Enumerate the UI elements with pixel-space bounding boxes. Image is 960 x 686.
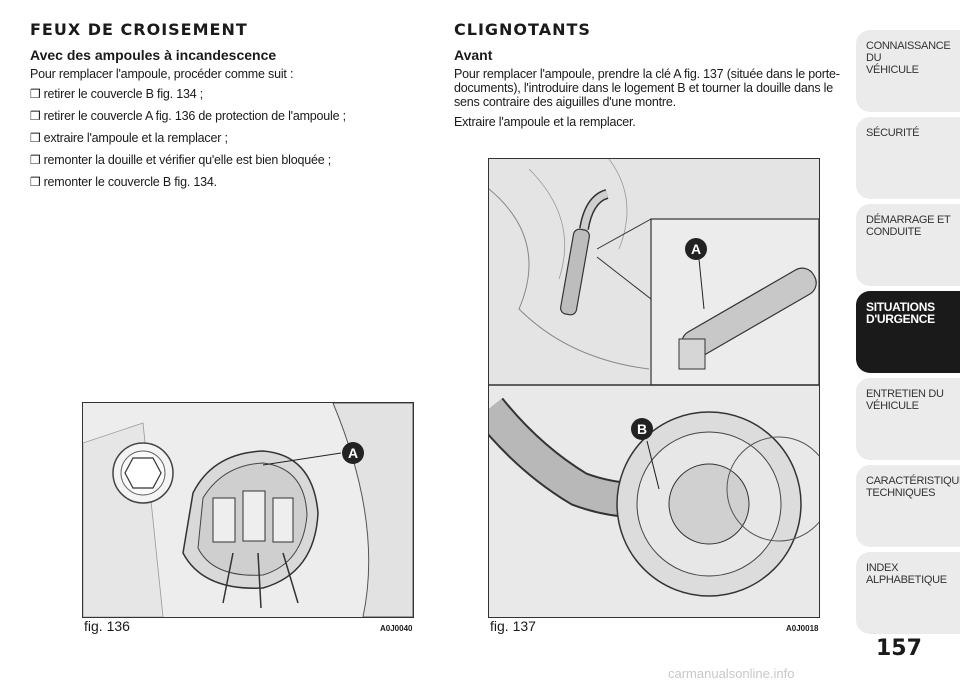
indicators-paragraph-2: Extraire l'ampoule et la remplacer. — [454, 115, 636, 129]
step-item: ❒extraire l'ampoule et la remplacer ; — [30, 131, 228, 145]
watermark-text: carmanualsonline.info — [668, 666, 795, 681]
subtitle-front: Avant — [454, 47, 493, 63]
step-item: ❒retirer le couvercle A fig. 136 de prot… — [30, 109, 346, 123]
section-title-low-beam: FEUX DE CROISEMENT — [30, 20, 248, 39]
low-beam-intro: Pour remplacer l'ampoule, procéder comme… — [30, 67, 294, 81]
left-column: FEUX DE CROISEMENT Avec des ampoules à i… — [30, 20, 420, 197]
step-item: ❒remonter la douille et vérifier qu'elle… — [30, 153, 332, 167]
checkbox-bullet-icon: ❒ — [30, 153, 41, 167]
step-item: ❒remonter le couvercle B fig. 134. — [30, 175, 217, 189]
right-column: CLIGNOTANTS Avant Pour remplacer l'ampou… — [454, 20, 844, 135]
indicator-key-illustration: A B — [489, 159, 819, 617]
indicators-paragraph: Pour remplacer l'ampoule, prendre la clé… — [454, 67, 840, 109]
fig-136-caption: fig. 136 — [84, 618, 130, 634]
fig-137-code: A0J0018 — [786, 624, 819, 633]
fig-136-code: A0J0040 — [380, 624, 413, 633]
page-number: 157 — [876, 636, 922, 661]
label-a: A — [348, 445, 358, 461]
bulb-cover-illustration: A — [83, 403, 413, 617]
checkbox-bullet-icon: ❒ — [30, 175, 41, 189]
tab-caracteristiques-techniques[interactable]: CARACTÉRISTIQUESTECHNIQUES — [856, 465, 960, 547]
checkbox-bullet-icon: ❒ — [30, 87, 41, 101]
label-a: A — [691, 241, 701, 257]
label-b: B — [637, 421, 647, 437]
subtitle-incandescent: Avec des ampoules à incandescence — [30, 47, 277, 63]
step-item: ❒retirer le couvercle B fig. 134 ; — [30, 87, 204, 101]
low-beam-steps: ❒retirer le couvercle B fig. 134 ; ❒reti… — [30, 87, 420, 189]
figure-137-indicator-key: A B — [488, 158, 820, 618]
fig-137-caption: fig. 137 — [490, 618, 536, 634]
section-title-indicators: CLIGNOTANTS — [454, 20, 591, 39]
checkbox-bullet-icon: ❒ — [30, 131, 41, 145]
figure-136-bulb-cover: A — [82, 402, 414, 618]
checkbox-bullet-icon: ❒ — [30, 109, 41, 123]
tab-securite[interactable]: SÉCURITÉ — [856, 117, 960, 199]
